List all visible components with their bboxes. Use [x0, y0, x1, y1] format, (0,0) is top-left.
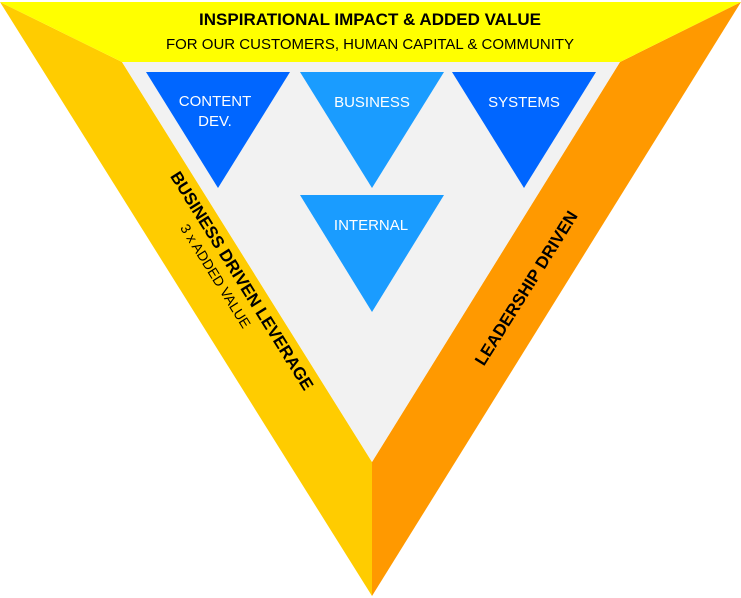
- business-triangle: [300, 72, 444, 188]
- systems-triangle: [452, 72, 596, 188]
- content-dev-triangle: [146, 72, 290, 188]
- left-band: [0, 2, 372, 596]
- top-subtitle: FOR OUR CUSTOMERS, HUMAN CAPITAL & COMMU…: [166, 36, 574, 53]
- content-dev-label-line1: CONTENT: [179, 93, 252, 110]
- content-dev-label-line2: DEV.: [198, 113, 232, 130]
- top-title: INSPIRATIONAL IMPACT & ADDED VALUE: [199, 10, 541, 29]
- internal-label: INTERNAL: [334, 217, 408, 234]
- internal-triangle: [300, 195, 444, 312]
- top-band: [0, 2, 741, 62]
- right-band: [372, 2, 741, 596]
- business-label: BUSINESS: [334, 94, 410, 111]
- systems-label: SYSTEMS: [488, 94, 560, 111]
